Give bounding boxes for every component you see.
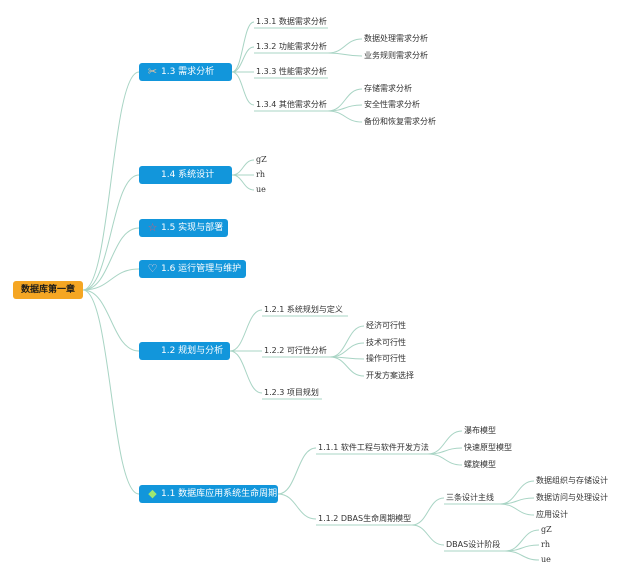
connector-line: [229, 309, 263, 352]
connector-line: [329, 325, 365, 358]
topic-operation-maintenance[interactable]: ♡ 1.6 运行管理与维护: [139, 260, 246, 278]
connector-line: [231, 71, 255, 106]
node-storage-req[interactable]: 存储需求分析: [364, 84, 412, 93]
node-1-2-1[interactable]: 1.2.1 系统规划与定义: [264, 305, 343, 314]
connector-line: [231, 159, 255, 176]
topic-label: 1.4 系统设计: [161, 170, 215, 180]
connector-line: [427, 453, 463, 466]
node-data-org-storage[interactable]: 数据组织与存储设计: [536, 476, 608, 485]
node-gz-2[interactable]: gZ: [541, 525, 552, 534]
node-rapid-prototype-model[interactable]: 快速原型模型: [464, 443, 512, 452]
diamond-icon: ◆: [148, 487, 157, 500]
connector-line: [327, 110, 363, 123]
tools-icon: ✂: [147, 65, 158, 78]
connector-line: [329, 356, 365, 377]
connector-line: [411, 524, 445, 546]
root-connector: [82, 289, 140, 495]
node-1-1-2[interactable]: 1.1.2 DBAS生命周期模型: [318, 514, 412, 523]
node-data-access-processing[interactable]: 数据访问与处理设计: [536, 493, 608, 502]
node-operational-feasibility[interactable]: 操作可行性: [366, 354, 406, 363]
root-connector: [82, 227, 140, 291]
connector-line: [231, 21, 255, 73]
connector-line: [504, 550, 540, 561]
node-1-2-2[interactable]: 1.2.2 可行性分析: [264, 346, 327, 355]
topic-system-design[interactable]: 1.4 系统设计: [139, 166, 232, 184]
node-1-2-3[interactable]: 1.2.3 项目规划: [264, 388, 319, 397]
topic-implementation-deployment[interactable]: ☆ 1.5 实现与部署: [139, 219, 228, 237]
root-connector: [82, 289, 140, 352]
connector-line: [499, 503, 535, 516]
node-waterfall-model[interactable]: 瀑布模型: [464, 426, 496, 435]
topic-label: 1.5 实现与部署: [161, 223, 224, 233]
connector-line: [277, 493, 317, 520]
root-connector: [82, 268, 140, 291]
node-ue-2[interactable]: ue: [541, 555, 551, 564]
node-security-req[interactable]: 安全性需求分析: [364, 100, 420, 109]
node-business-rules-req[interactable]: 业务规则需求分析: [364, 51, 428, 60]
node-technical-feasibility[interactable]: 技术可行性: [366, 338, 406, 347]
connector-line: [229, 350, 263, 394]
node-1-3-1[interactable]: 1.3.1 数据需求分析: [256, 17, 327, 26]
topic-planning-analysis[interactable]: 1.2 规划与分析: [139, 342, 230, 360]
connector-line: [231, 174, 255, 191]
topic-label: 1.6 运行管理与维护: [161, 264, 242, 274]
topic-label: 1.2 规划与分析: [161, 346, 224, 356]
node-1-1-1[interactable]: 1.1.1 软件工程与软件开发方法: [318, 443, 429, 452]
connector-line: [327, 38, 363, 54]
topic-dbas-lifecycle[interactable]: ◆ 1.1 数据库应用系统生命周期: [139, 485, 278, 503]
node-economic-feasibility[interactable]: 经济可行性: [366, 321, 406, 330]
node-backup-req[interactable]: 备份和恢复需求分析: [364, 117, 436, 126]
node-1-3-4[interactable]: 1.3.4 其他需求分析: [256, 100, 327, 109]
node-three-design-lines[interactable]: 三条设计主线: [446, 493, 494, 502]
connector-line: [499, 480, 535, 505]
heart-icon: ♡: [147, 262, 158, 275]
connector-line: [411, 497, 445, 526]
node-data-processing-req[interactable]: 数据处理需求分析: [364, 34, 428, 43]
topic-requirements-analysis[interactable]: ✂ 1.3 需求分析: [139, 63, 232, 81]
root-connector: [82, 174, 140, 291]
connector-line: [329, 342, 365, 358]
root-connector: [82, 71, 140, 291]
node-1-3-2[interactable]: 1.3.2 功能需求分析: [256, 42, 327, 51]
node-1-3-3[interactable]: 1.3.3 性能需求分析: [256, 67, 327, 76]
connector-line: [231, 46, 255, 73]
node-gz[interactable]: gZ: [256, 155, 267, 164]
node-rh-2[interactable]: rh: [541, 540, 550, 549]
star-icon: ☆: [147, 221, 158, 234]
connector-line: [327, 52, 363, 57]
node-dbas-design-phase[interactable]: DBAS设计阶段: [446, 540, 501, 549]
topic-label: 1.1 数据库应用系统生命周期: [161, 489, 278, 499]
topic-label: 1.3 需求分析: [161, 67, 215, 77]
node-ue[interactable]: ue: [256, 185, 266, 194]
root-node[interactable]: 数据库第一章: [13, 281, 83, 299]
connector-line: [427, 430, 463, 455]
node-application-design[interactable]: 应用设计: [536, 510, 568, 519]
node-spiral-model[interactable]: 螺旋模型: [464, 460, 496, 469]
node-rh[interactable]: rh: [256, 170, 265, 179]
connector-line: [277, 447, 317, 495]
node-dev-plan-choice[interactable]: 开发方案选择: [366, 371, 414, 380]
